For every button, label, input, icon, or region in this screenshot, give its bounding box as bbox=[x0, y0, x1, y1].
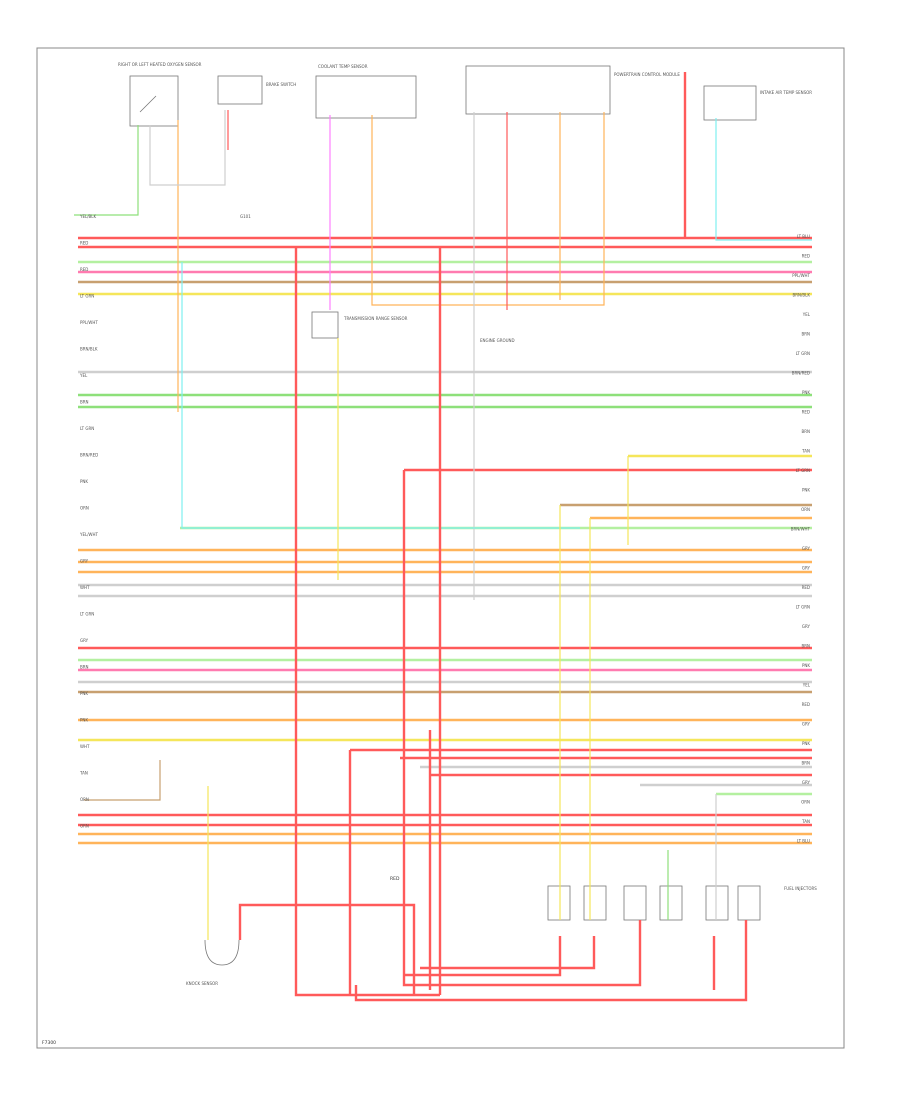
iat-return-wire bbox=[181, 262, 580, 529]
knock-wire-a bbox=[84, 760, 161, 801]
wire-color-label: ORN bbox=[80, 824, 89, 829]
wire-color-label: RED bbox=[802, 702, 810, 707]
oxygen-sensor-left: RIGHT OR LEFT HEATED OXYGEN SENSOR bbox=[118, 62, 202, 127]
fuel-injectors-label: FUEL INJECTORS bbox=[784, 886, 817, 891]
wire-color-label: PPL/WHT bbox=[792, 273, 810, 278]
fuel-injectors: FUEL INJECTORS bbox=[547, 885, 817, 921]
wire-color-label: LT GRN bbox=[796, 468, 810, 473]
iat-sensor: INTAKE AIR TEMP SENSOR bbox=[703, 85, 812, 121]
switch-top: BRAKE SWITCH bbox=[217, 75, 296, 105]
wire-color-label: BRN/BLK bbox=[80, 347, 98, 352]
control-module-label: POWERTRAIN CONTROL MODULE bbox=[614, 72, 680, 77]
engine-ground-label: ENGINE GROUND bbox=[480, 338, 515, 343]
wire-color-label: PNK bbox=[80, 691, 88, 696]
wire-color-label: RED bbox=[802, 410, 810, 415]
wire-color-label: BRN/RED bbox=[80, 453, 98, 458]
wire-color-label: RED bbox=[802, 254, 810, 259]
wire-color-label: PPL/WHT bbox=[80, 320, 98, 325]
oxygen-sensor-label: RIGHT OR LEFT HEATED OXYGEN SENSOR bbox=[118, 62, 202, 67]
injector-return-2 bbox=[420, 936, 596, 970]
wire-color-label: WHT bbox=[80, 585, 90, 590]
switch-top-label: BRAKE SWITCH bbox=[266, 82, 296, 87]
wire-color-label: PNK bbox=[80, 718, 88, 723]
wire-color-label: LT GRN bbox=[796, 605, 810, 610]
wire-color-label: LT GRN bbox=[80, 426, 94, 431]
wire-color-label: ORN bbox=[801, 507, 810, 512]
temp-sensor: COOLANT TEMP SENSOR bbox=[315, 64, 417, 119]
wire-color-label: ORN bbox=[80, 506, 89, 511]
wire-color-label: GRY bbox=[80, 559, 89, 564]
injector-return bbox=[354, 920, 748, 1002]
wire-color-label: PNK bbox=[802, 488, 810, 493]
wire-color-label: RED bbox=[80, 241, 88, 246]
iat-sensor-label: INTAKE AIR TEMP SENSOR bbox=[760, 90, 812, 95]
wire-color-label: PNK bbox=[80, 479, 88, 484]
wire-color-label: BRN bbox=[801, 429, 810, 434]
wire-color-label: GRY bbox=[802, 722, 811, 727]
control-module: POWERTRAIN CONTROL MODULE bbox=[465, 65, 680, 115]
wire-color-label: BRN/WHT bbox=[791, 527, 811, 532]
injector-return-1 bbox=[404, 936, 562, 977]
wire-color-label: YEL bbox=[802, 312, 811, 317]
wires bbox=[74, 72, 812, 1002]
wire-color-label: YEL bbox=[802, 683, 811, 688]
wire-color-label: RED bbox=[802, 585, 810, 590]
wire-color-label: ORN bbox=[80, 797, 89, 802]
wire-color-label: PNK bbox=[802, 741, 810, 746]
wire-color-label: TAN bbox=[801, 449, 810, 454]
wire-color-label: GRY bbox=[802, 566, 811, 571]
wire-color-label: GRY bbox=[80, 638, 89, 643]
wire-color-label: BRN bbox=[801, 761, 810, 766]
wire-color-label: BRN bbox=[801, 332, 810, 337]
sensor-wire-b bbox=[371, 112, 605, 306]
wire-color-label: GRY bbox=[802, 624, 811, 629]
temp-sensor-label: COOLANT TEMP SENSOR bbox=[318, 64, 368, 69]
knock-sensor-label: KNOCK SENSOR bbox=[186, 981, 218, 986]
wire-color-label: WHT bbox=[80, 744, 90, 749]
wire-color-label: TAN bbox=[801, 819, 810, 824]
wire-color-label: PNK bbox=[802, 663, 810, 668]
wire-color-label: YEL bbox=[79, 373, 88, 378]
diagram-code: F7300 bbox=[42, 1040, 56, 1046]
red-wire-label: RED bbox=[390, 876, 400, 882]
wire-color-label: LT BLU bbox=[797, 234, 810, 239]
iat-signal-wire bbox=[715, 118, 812, 241]
switch-wire bbox=[149, 110, 226, 186]
knock-sensor: KNOCK SENSOR bbox=[186, 939, 240, 986]
transmission-sensor-label: TRANSMISSION RANGE SENSOR bbox=[343, 316, 408, 321]
wire-labels-right: LT BLU RED PPL/WHT BRN/BLK YEL BRN LT GRN BRN/R… bbox=[791, 234, 811, 844]
wire-color-label: GRY bbox=[802, 780, 811, 785]
wire-color-label: BRN bbox=[801, 644, 810, 649]
wire-color-label: RED bbox=[80, 267, 88, 272]
diagram-frame bbox=[36, 47, 845, 1049]
wire-color-label: GRY bbox=[802, 546, 811, 551]
wire-labels-left: YEL/BLK RED RED LT GRN PPL/WHT BRN/BLK YEL BRN L… bbox=[79, 214, 99, 829]
wire-color-label: LT BLU bbox=[797, 839, 810, 844]
harness-left bbox=[294, 247, 440, 997]
wire-color-label: BRN/BLK bbox=[793, 293, 811, 298]
knock-shield-wire bbox=[238, 903, 416, 995]
wire-color-label: LT GRN bbox=[796, 351, 810, 356]
ground-label: G101 bbox=[240, 214, 251, 219]
transmission-sensor: TRANSMISSION RANGE SENSOR bbox=[311, 311, 408, 339]
wire-color-label: TAN bbox=[79, 771, 88, 776]
wire-color-label: ORN bbox=[801, 800, 810, 805]
wire-color-label: YEL/WHT bbox=[79, 532, 99, 537]
wire-color-label: LT GRN bbox=[80, 612, 94, 617]
harness-injector-1 bbox=[402, 470, 642, 987]
wire-color-label: BRN bbox=[80, 400, 89, 405]
wire-color-label: YEL/BLK bbox=[79, 214, 97, 219]
wire-color-label: BRN bbox=[80, 665, 89, 670]
o2-ground-wire bbox=[74, 125, 139, 216]
wire-color-label: LT GRN bbox=[80, 294, 94, 299]
wire-color-label: PNK bbox=[802, 390, 810, 395]
wire-color-label: BRN/RED bbox=[792, 371, 810, 376]
